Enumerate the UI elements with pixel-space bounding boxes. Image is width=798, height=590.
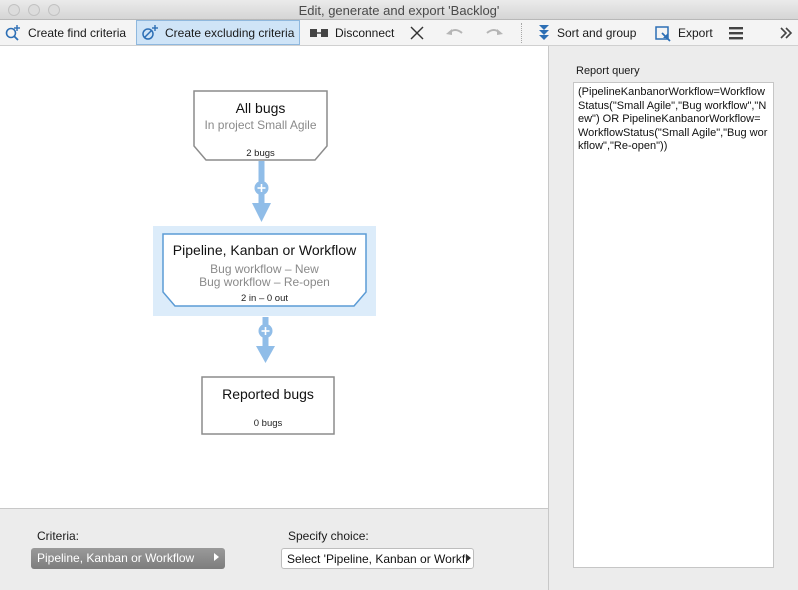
node-title: Pipeline, Kanban or Workflow [172,242,357,258]
node-count: 0 bugs [253,418,283,429]
criteria-selector[interactable]: Pipeline, Kanban or Workflow [31,548,225,569]
report-query-text[interactable]: (PipelineKanbanorWorkflow=WorkflowStatus… [573,82,774,568]
create-find-criteria-label: Create find criteria [28,25,127,40]
criteria-panel: Criteria: Pipeline, Kanban or Workflow S… [0,508,548,590]
export-icon [654,24,672,42]
criteria-value: Pipeline, Kanban or Workflow [37,551,195,565]
specify-choice-selector[interactable]: Select 'Pipeline, Kanban or Workfl [281,548,474,569]
flow-canvas[interactable]: All bugs In project Small Agile 2 bugs P… [0,46,548,508]
node-pipeline-shape[interactable] [162,233,367,307]
node-subtitle: In project Small Agile [204,118,317,132]
toolbar: Create find criteria Create excluding cr… [0,20,798,46]
flow-diagram [153,90,376,435]
delete-button[interactable] [408,20,426,45]
create-find-criteria-button[interactable]: Create find criteria [4,20,126,45]
disconnect-icon [309,26,329,40]
export-button[interactable]: Export [654,20,713,45]
node-title: Reported bugs [222,386,314,402]
node-pipeline-kanban-workflow[interactable]: Pipeline, Kanban or Workflow Bug workflo… [163,234,366,306]
toolbar-separator [521,23,522,43]
node-reported-bugs[interactable]: Reported bugs 0 bugs [202,377,334,434]
export-label: Export [678,25,713,40]
chevron-double-right-icon [778,26,794,40]
menu-button[interactable] [728,20,744,45]
report-query-label: Report query [576,65,640,77]
sort-icon [537,24,551,42]
redo-icon [484,25,504,41]
node-detail-line: Bug workflow – New [210,262,319,276]
undo-icon [445,25,465,41]
title-bar: Edit, generate and export 'Backlog' [0,0,798,20]
node-reported-bugs-shape[interactable] [201,376,335,435]
window-title: Edit, generate and export 'Backlog' [298,3,500,18]
redo-button[interactable] [484,20,504,45]
node-detail-line: Bug workflow – Re-open [199,275,330,289]
create-excluding-criteria-button[interactable]: Create excluding criteria [136,20,300,45]
exclude-plus-icon [141,24,159,42]
disconnect-label: Disconnect [335,25,395,40]
undo-button[interactable] [445,20,465,45]
minimize-window-button[interactable] [28,4,40,16]
overflow-button[interactable] [778,20,794,45]
specify-choice-value: Select 'Pipeline, Kanban or Workfl [287,552,468,566]
connector-1 [252,161,271,222]
search-plus-icon [4,24,22,42]
close-window-button[interactable] [8,4,20,16]
sort-and-group-button[interactable]: Sort and group [537,20,636,45]
zoom-window-button[interactable] [48,4,60,16]
criteria-label: Criteria: [37,529,80,543]
create-excluding-criteria-label: Create excluding criteria [165,25,295,40]
disconnect-button[interactable]: Disconnect [309,20,394,45]
node-all-bugs[interactable]: All bugs In project Small Agile 2 bugs [194,91,327,160]
node-title: All bugs [235,100,286,116]
delete-x-icon [408,24,426,42]
node-count: 2 bugs [246,148,275,159]
specify-choice-label: Specify choice: [288,529,369,543]
connector-2 [256,317,275,363]
node-count: 2 in – 0 out [240,293,288,304]
report-query-panel: Report query (PipelineKanbanorWorkflow=W… [548,46,798,590]
hamburger-icon [728,26,744,40]
sort-and-group-label: Sort and group [557,25,637,40]
triangle-right-icon [466,554,471,562]
triangle-right-icon [214,553,219,561]
node-all-bugs-shape[interactable] [193,90,328,161]
